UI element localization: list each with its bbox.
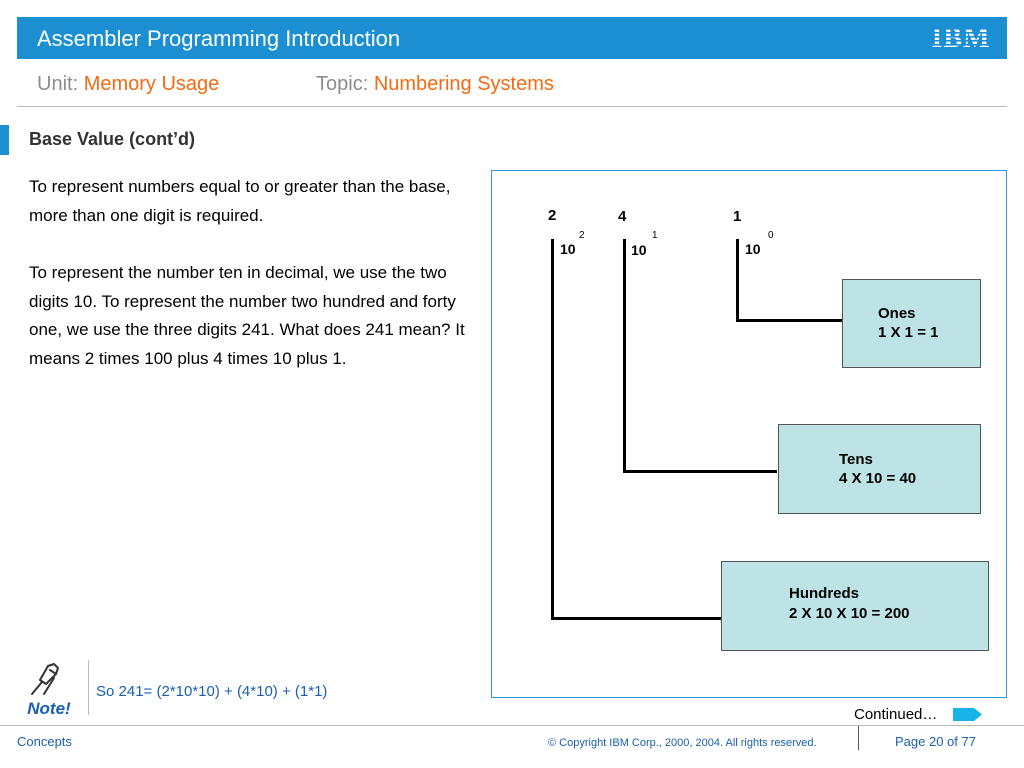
connector-tens-horizontal: [623, 470, 777, 473]
footer-copyright: © Copyright IBM Corp., 2000, 2004. All r…: [548, 737, 817, 749]
topic-value: Numbering Systems: [373, 73, 554, 95]
note-text: So 241= (2*10*10) + (4*10) + (1*1): [96, 683, 328, 700]
ones-box: Ones 1 X 1 = 1: [842, 279, 981, 368]
connector-ones-vertical: [736, 239, 739, 322]
power-base-ones: 10: [745, 241, 761, 257]
tens-box-formula: 4 X 10 = 40: [839, 470, 917, 487]
unit-value: Memory Usage: [83, 73, 220, 95]
ones-box-title: Ones: [878, 305, 916, 322]
footer-divider: [0, 725, 1024, 726]
topic-label: Topic:: [316, 73, 369, 95]
note-divider: [88, 660, 89, 715]
hundreds-box: Hundreds 2 X 10 X 10 = 200: [721, 561, 989, 651]
digit-hundreds: 2: [548, 207, 557, 224]
place-value-diagram: 2 4 1 10 2 10 1 10 0 Ones 1 X 1 = 1 Tens…: [491, 170, 1007, 698]
continued-link[interactable]: Continued…: [854, 706, 938, 723]
body-paragraph-2: To represent the number ten in decimal, …: [29, 263, 465, 368]
footer-separator: [858, 726, 859, 750]
body-paragraph-1: To represent numbers equal to or greater…: [29, 177, 451, 225]
digit-tens: 4: [618, 208, 627, 225]
digit-ones: 1: [733, 208, 742, 225]
hundreds-box-formula: 2 X 10 X 10 = 200: [789, 605, 910, 622]
footer-section-label: Concepts: [17, 734, 72, 749]
svg-text:IBM: IBM: [932, 23, 991, 54]
connector-hundreds-horizontal: [551, 617, 721, 620]
pushpin-note-icon: Note!: [27, 663, 71, 718]
tens-box-title: Tens: [839, 451, 873, 468]
hundreds-box-title: Hundreds: [789, 585, 860, 602]
connector-ones-horizontal: [736, 319, 843, 322]
presentation-title: Assembler Programming Introduction: [37, 26, 401, 51]
header-divider: [17, 106, 1007, 107]
connector-hundreds-vertical: [551, 239, 554, 620]
tens-box: Tens 4 X 10 = 40: [778, 424, 981, 514]
ones-box-formula: 1 X 1 = 1: [878, 324, 939, 341]
ibm-logo: IBM: [929, 23, 993, 54]
power-exponent-ones: 0: [768, 230, 774, 241]
topic-breadcrumb: Topic: Numbering Systems: [316, 73, 554, 96]
power-base-tens: 10: [631, 242, 647, 258]
page-number: Page 20 of 77: [895, 734, 976, 749]
power-base-hundreds: 10: [560, 241, 576, 257]
svg-text:Note!: Note!: [27, 699, 71, 718]
connector-tens-vertical: [623, 239, 626, 473]
unit-breadcrumb: Unit: Memory Usage: [37, 73, 219, 96]
title-bar: Assembler Programming Introduction IBM: [17, 17, 1007, 59]
unit-label: Unit:: [37, 73, 79, 95]
next-arrow-icon[interactable]: [953, 707, 983, 722]
power-exponent-tens: 1: [652, 230, 658, 241]
power-exponent-hundreds: 2: [579, 230, 585, 241]
section-heading: Base Value (cont’d): [29, 129, 196, 149]
section-marker: [0, 125, 9, 155]
